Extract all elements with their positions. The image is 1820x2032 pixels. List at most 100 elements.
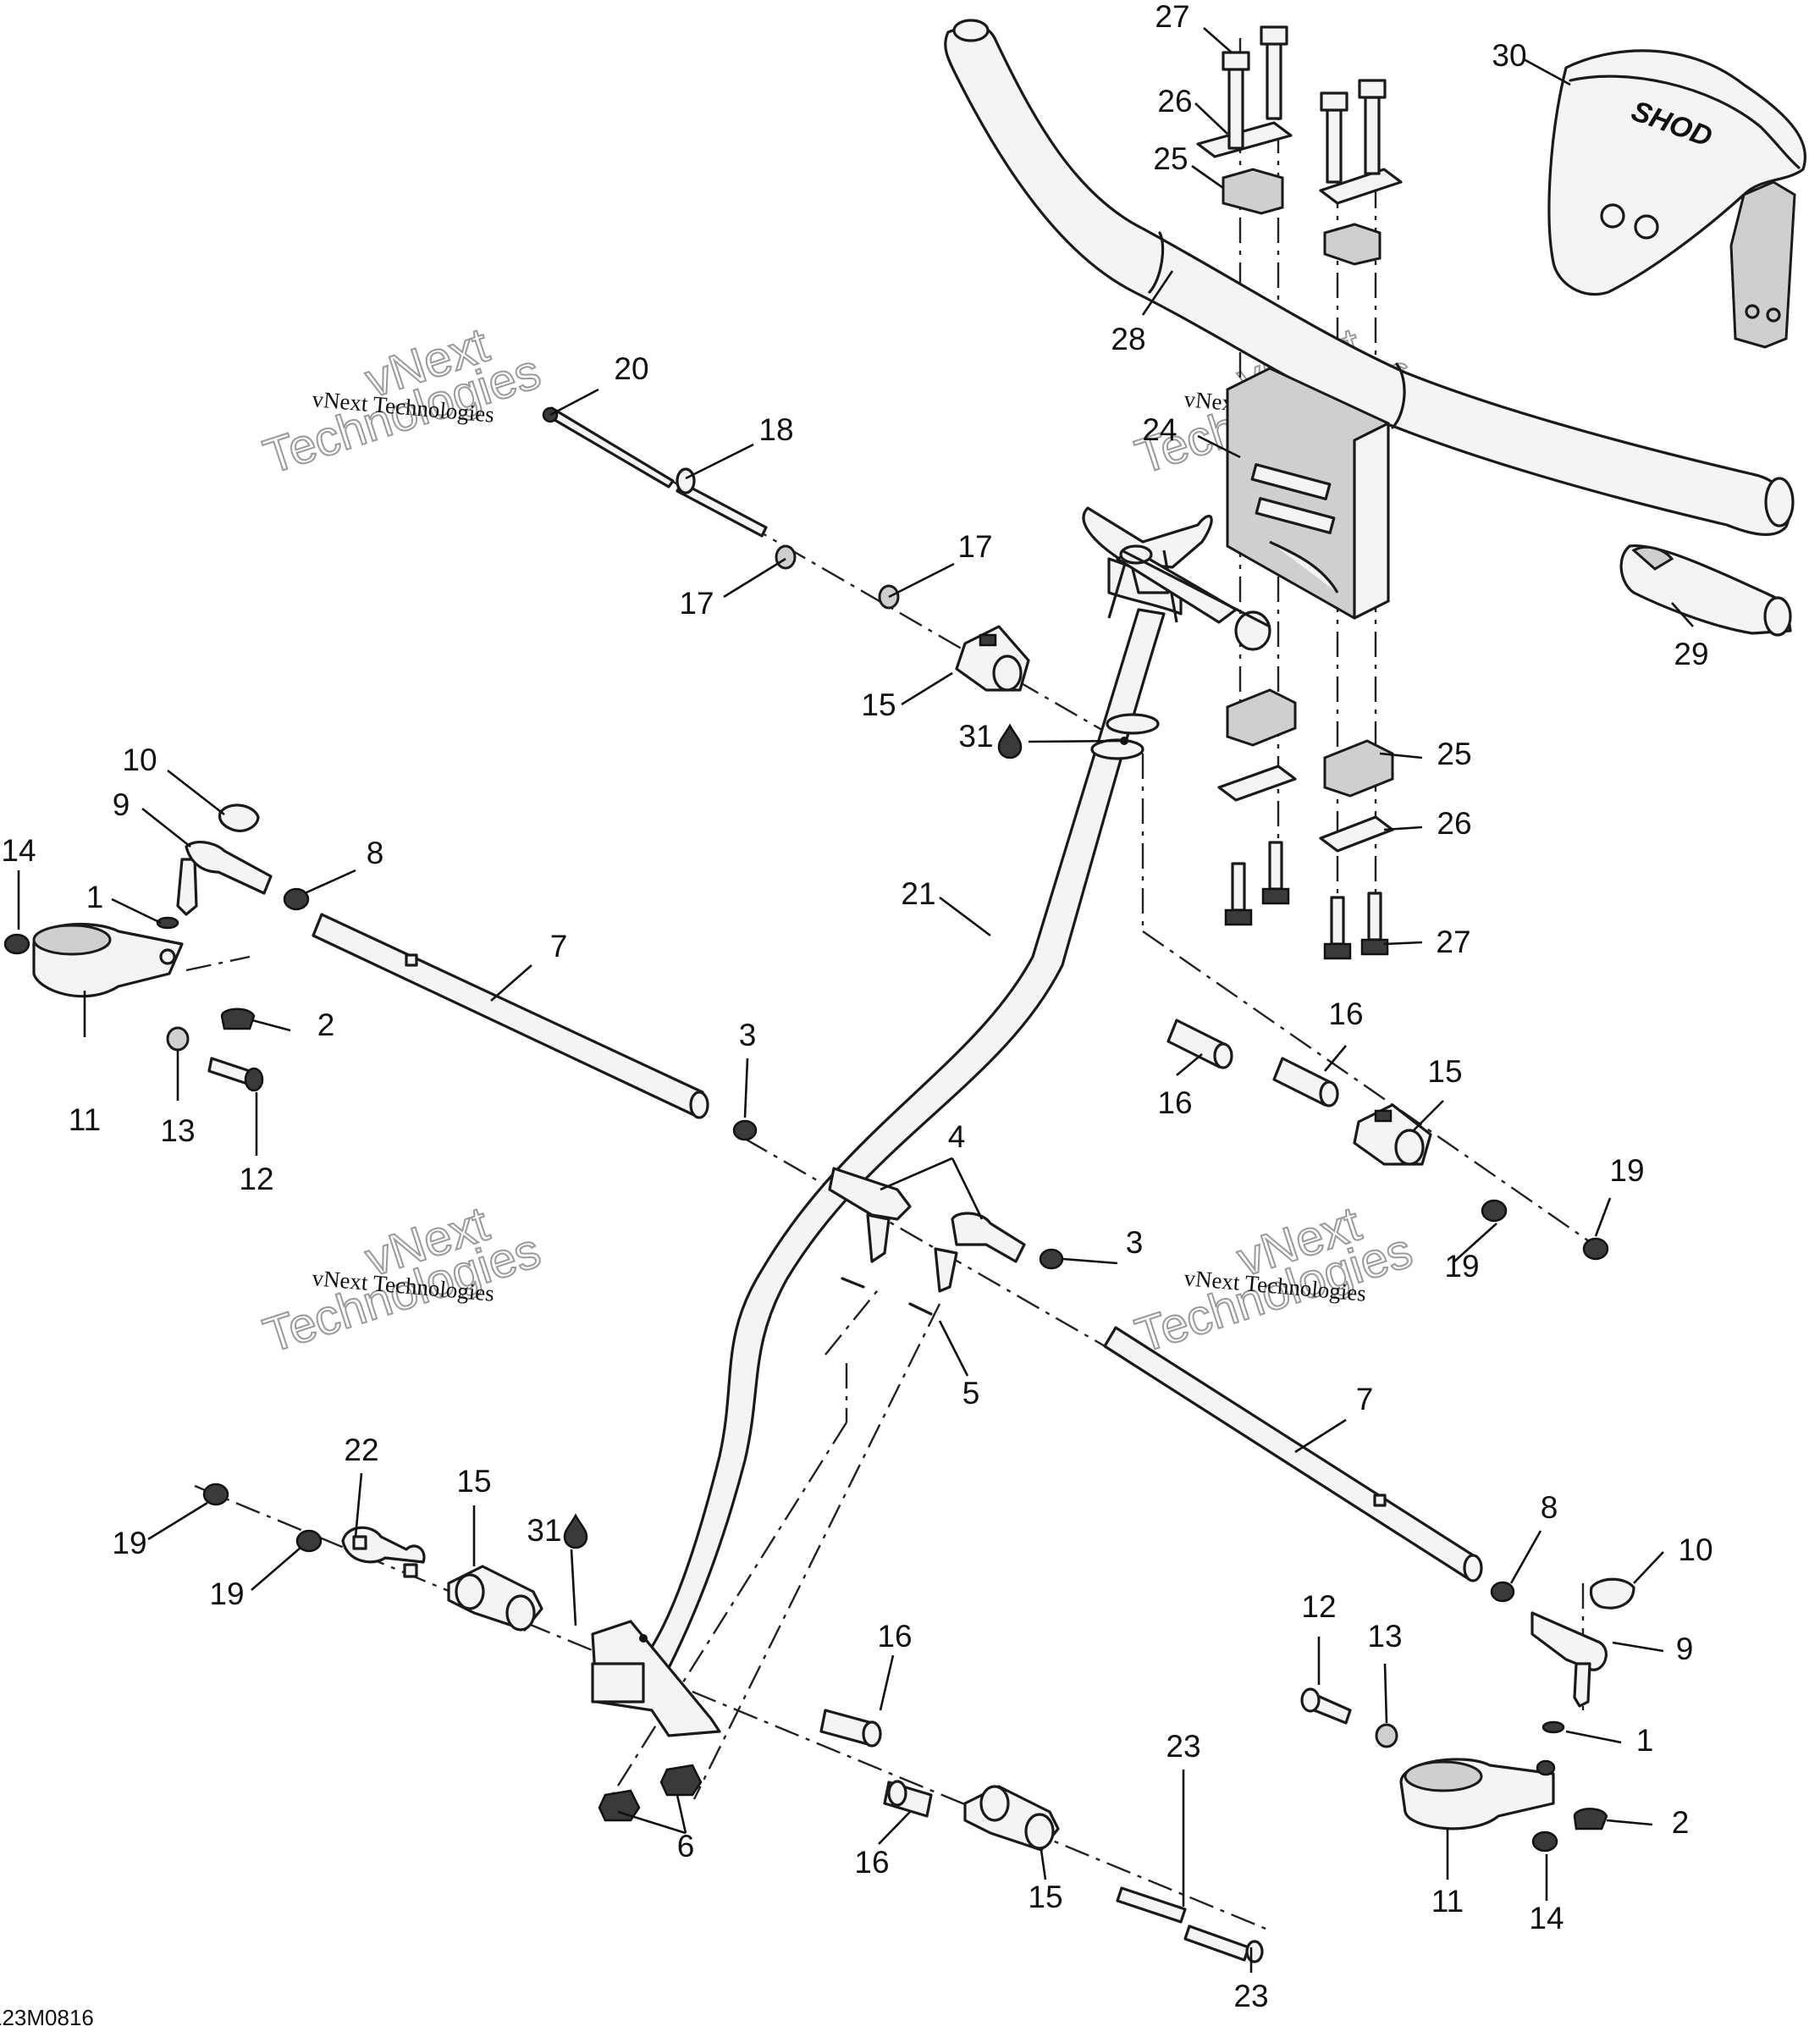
upper-fasteners bbox=[542, 406, 1030, 692]
grip-flange bbox=[1631, 545, 1674, 571]
handlebar-end-left bbox=[952, 19, 990, 42]
handlebar-pad: SHOD bbox=[1547, 49, 1807, 349]
callout-17: 17 bbox=[679, 586, 714, 621]
leader-16 bbox=[879, 1654, 895, 1711]
tie-rod-7-end bbox=[689, 1091, 709, 1119]
callout-11: 11 bbox=[1431, 1884, 1464, 1919]
bolt-head bbox=[1323, 942, 1352, 960]
steering-column bbox=[591, 506, 1271, 1737]
bolt-head bbox=[1260, 25, 1288, 46]
right-upper-fasteners bbox=[1166, 1019, 1609, 1261]
callout-14: 14 bbox=[1, 833, 36, 868]
clamp-15-bore bbox=[992, 654, 1023, 692]
callout-19: 19 bbox=[112, 1526, 146, 1560]
grip-body bbox=[1619, 544, 1792, 635]
leader-31 bbox=[1028, 739, 1127, 743]
circlip-5 bbox=[908, 1302, 933, 1316]
ball-joint-4 bbox=[951, 1212, 1026, 1263]
pad-bracket bbox=[1729, 180, 1796, 349]
callout-27: 27 bbox=[1155, 0, 1189, 34]
bolt-head bbox=[1358, 79, 1387, 99]
nut-19 bbox=[1582, 1237, 1609, 1261]
bolt-shank bbox=[1266, 41, 1282, 120]
spacer-16-end bbox=[862, 1720, 882, 1748]
callout-7: 7 bbox=[550, 929, 568, 964]
leader-4 bbox=[951, 1157, 984, 1220]
nut-8 bbox=[283, 887, 310, 911]
nut-19 bbox=[295, 1529, 323, 1553]
left-steering-arm bbox=[3, 803, 310, 1092]
bolt-shank bbox=[1330, 896, 1345, 946]
leader-16 bbox=[1176, 1053, 1203, 1076]
callout-3: 3 bbox=[739, 1018, 757, 1052]
callout-18: 18 bbox=[758, 412, 793, 447]
rod-20 bbox=[544, 406, 675, 489]
leader-25 bbox=[1191, 164, 1224, 190]
nut-2 bbox=[1573, 1808, 1608, 1830]
callout-30: 30 bbox=[1492, 38, 1526, 73]
watermark-bottom-left: Technologies vNext vNext Technologies bbox=[256, 1195, 548, 1365]
callout-8: 8 bbox=[367, 836, 384, 870]
upper-clamp-left bbox=[1222, 168, 1284, 215]
right-steering-arm bbox=[1300, 1577, 1635, 1853]
leader-9 bbox=[141, 807, 191, 848]
arm-11-hole bbox=[159, 948, 176, 965]
callout-13: 13 bbox=[1367, 1619, 1402, 1654]
callout-9: 9 bbox=[1676, 1632, 1694, 1666]
nut-14 bbox=[3, 933, 30, 955]
leader-19 bbox=[251, 1547, 301, 1591]
ball-stud bbox=[1573, 1662, 1591, 1708]
column-bushing bbox=[1090, 738, 1144, 760]
bolt-head bbox=[1261, 887, 1290, 905]
leader-1 bbox=[1565, 1730, 1622, 1744]
leader-8 bbox=[1509, 1530, 1542, 1584]
pad-top-edge bbox=[1569, 75, 1801, 169]
callout-10: 10 bbox=[122, 743, 157, 777]
callout-19: 19 bbox=[1609, 1153, 1644, 1188]
boot-10 bbox=[1589, 1577, 1635, 1610]
pad-hole bbox=[1600, 203, 1625, 229]
callout-27: 27 bbox=[1436, 925, 1470, 959]
leader-1 bbox=[111, 897, 162, 925]
leader-3 bbox=[1062, 1257, 1118, 1265]
callout-20: 20 bbox=[614, 351, 648, 386]
callout-12: 12 bbox=[239, 1162, 273, 1196]
callout-8: 8 bbox=[1541, 1490, 1558, 1525]
callout-28: 28 bbox=[1111, 322, 1145, 356]
pad-bracket-hole bbox=[1745, 304, 1760, 319]
leader-7 bbox=[490, 964, 532, 1002]
leader-19 bbox=[147, 1501, 208, 1541]
handlebar-riser bbox=[1226, 367, 1390, 620]
leader-6 bbox=[617, 1810, 687, 1835]
callout-15: 15 bbox=[1028, 1880, 1062, 1914]
bolt-12 bbox=[207, 1057, 251, 1085]
callout-16: 16 bbox=[877, 1619, 912, 1654]
ball-stud-4 bbox=[934, 1247, 958, 1293]
lower-clamps bbox=[1217, 688, 1394, 960]
nut-3 bbox=[732, 1119, 758, 1141]
cotter-1 bbox=[1541, 1720, 1565, 1734]
washer-13 bbox=[166, 1026, 190, 1052]
riser-cutout bbox=[1269, 540, 1339, 594]
callout-labels: 27 26 25 30 28 20 18 24 17 17 29 15 31 1… bbox=[1, 0, 1712, 2013]
lower-plate-right bbox=[1319, 815, 1394, 853]
leader-15 bbox=[901, 671, 953, 706]
arm-11-hole bbox=[1536, 1759, 1556, 1776]
callout-25: 25 bbox=[1153, 141, 1188, 176]
bolt-head bbox=[1222, 51, 1250, 71]
ball-joint-9 bbox=[1530, 1611, 1608, 1671]
leader-3 bbox=[743, 1057, 749, 1118]
handlebar bbox=[944, 19, 1795, 536]
callout-15: 15 bbox=[1427, 1054, 1462, 1089]
callout-16: 16 bbox=[854, 1845, 889, 1880]
axis-nut-left bbox=[608, 1422, 848, 1800]
bolt-18-head bbox=[676, 467, 696, 494]
column-crossbar-line bbox=[1121, 549, 1271, 628]
leader-19 bbox=[1453, 1223, 1497, 1262]
callout-16: 16 bbox=[1328, 997, 1363, 1031]
ball-stud bbox=[176, 858, 198, 916]
callout-31: 31 bbox=[527, 1513, 561, 1548]
leader-17 bbox=[723, 557, 786, 599]
callout-23: 23 bbox=[1233, 1979, 1268, 2013]
clamp-15-bore bbox=[979, 1785, 1010, 1822]
